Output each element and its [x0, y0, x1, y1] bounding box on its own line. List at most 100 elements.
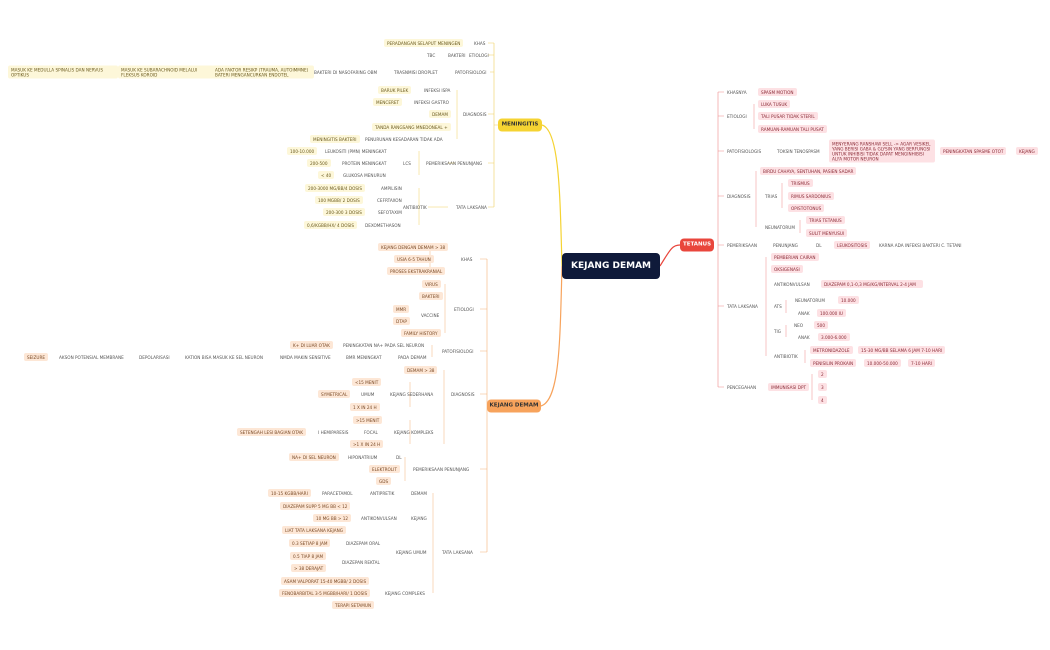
mindmap-node[interactable]: DIAZEPAM 0,1-0,3 MG/KG/INTERVAL 2-4 JAM	[821, 280, 923, 288]
mindmap-node[interactable]: BARUK PILEK	[378, 86, 412, 94]
mindmap-node[interactable]: INFEKSI ISPA	[424, 87, 451, 93]
mindmap-node[interactable]: 10.000	[838, 296, 859, 304]
mindmap-node[interactable]: 10 MG BB > 12	[313, 514, 352, 522]
central-topic[interactable]: KEJANG DEMAM	[562, 253, 660, 279]
mindmap-node[interactable]: LCS	[403, 160, 411, 166]
mindmap-node[interactable]: HIPONATRIUM	[348, 454, 378, 460]
mindmap-node[interactable]: TIG	[774, 328, 782, 334]
mindmap-node[interactable]: PENCEGAHAN	[727, 384, 757, 390]
mindmap-node[interactable]: DIAZEPAN REKTAL	[342, 559, 380, 565]
mindmap-node[interactable]: FAMILY HISTORY	[401, 329, 441, 337]
mindmap-node[interactable]: TBC	[427, 52, 436, 58]
mindmap-node[interactable]: 3	[818, 383, 827, 391]
branch-tetanus[interactable]: TETANUS	[680, 238, 714, 252]
mindmap-node[interactable]: ANAK	[798, 310, 810, 316]
mindmap-node[interactable]: 2	[818, 370, 827, 378]
mindmap-node[interactable]: 10.000-50.000	[864, 359, 901, 367]
mindmap-node[interactable]: DEMAM > 38	[404, 366, 438, 374]
mindmap-node[interactable]: KATION BISA MASUK KE SEL NEURON	[185, 354, 263, 360]
mindmap-node[interactable]: GDS	[376, 477, 392, 485]
mindmap-node[interactable]: GLUKOSA MENURUN	[343, 172, 386, 178]
mindmap-node[interactable]: CEFRTAXON	[377, 197, 402, 203]
mindmap-node[interactable]: KARNA ADA INFEKSI BAKTERI C. TETANI	[879, 242, 962, 248]
mindmap-node[interactable]: 3.000-6.000	[818, 333, 850, 341]
mindmap-node[interactable]: PENINGKATAN NA+ PADA SEL NEURON	[343, 342, 425, 348]
mindmap-node[interactable]: BMR MENINGKAT	[346, 354, 382, 360]
mindmap-node[interactable]: PEMERIKSAAN	[727, 242, 758, 248]
mindmap-node[interactable]: MENYERANG RANSHAW SELL -> AGAR VESIKEL Y…	[829, 139, 935, 163]
mindmap-node[interactable]: ANAK	[798, 334, 810, 340]
mindmap-node[interactable]: LEUKOSITOSIS	[834, 241, 871, 249]
mindmap-node[interactable]: LEUKOSITI (PMN) MENINGKAT	[325, 148, 387, 154]
mindmap-node[interactable]: PADA DEMAM	[398, 354, 427, 360]
mindmap-node[interactable]: SYMETRICAL	[318, 390, 351, 398]
mindmap-node[interactable]: 200-3000 MG/BB/4 DOSIS	[305, 184, 365, 192]
mindmap-node[interactable]: TRIAS	[765, 193, 778, 199]
branch-kejang-demam[interactable]: KEJANG DEMAM	[487, 399, 541, 413]
mindmap-node[interactable]: 200-500	[307, 159, 331, 167]
mindmap-node[interactable]: NA+ DI SEL NEURON	[289, 453, 339, 461]
mindmap-node[interactable]: 100-10.000	[287, 147, 318, 155]
mindmap-node[interactable]: IMMUNISASI DPT	[768, 383, 810, 391]
mindmap-node[interactable]: LIAT TATA LAKSANA KEJANG	[282, 526, 346, 534]
mindmap-node[interactable]: ADA FAKTOR RESIKP (TRAUMA, AUTOIMMNE) BA…	[212, 65, 314, 79]
mindmap-node[interactable]: DIAGNOSIS	[727, 193, 751, 199]
mindmap-node[interactable]: PEMERIKSAAN PENUNJANG	[426, 160, 483, 166]
mindmap-node[interactable]: PATOFISIOLOGI	[442, 348, 474, 354]
mindmap-node[interactable]: SETENGAH LESI BAGIAN OTAK	[237, 428, 307, 436]
mindmap-node[interactable]: TRASNMISI DROPLET	[394, 69, 438, 75]
mindmap-node[interactable]: TALI PUSAR TIDAK STERIL	[758, 112, 818, 120]
mindmap-node[interactable]: ANTIPRETIK	[370, 490, 395, 496]
mindmap-node[interactable]: DL	[816, 242, 822, 248]
mindmap-node[interactable]: DIAGNOSIS	[463, 111, 487, 117]
mindmap-node[interactable]: 0.5 TIAP 8 JAM	[290, 552, 327, 560]
mindmap-node[interactable]: KEJANG UMUM	[396, 549, 427, 555]
mindmap-node[interactable]: VACCINE	[421, 312, 440, 318]
mindmap-node[interactable]: DIAZEPAM ORAL	[346, 540, 381, 546]
mindmap-node[interactable]: MENCERET	[373, 98, 403, 106]
mindmap-node[interactable]: PENINGKATAN SPASME OTOT	[940, 147, 1007, 155]
mindmap-node[interactable]: 4	[818, 396, 827, 404]
mindmap-node[interactable]: K+ DI LUAR OTAK	[290, 341, 333, 349]
mindmap-node[interactable]: KHAS	[461, 256, 473, 262]
mindmap-node[interactable]: DIAGNOSIS	[451, 391, 475, 397]
mindmap-node[interactable]: PATOFISIOLOGI	[455, 69, 487, 75]
mindmap-node[interactable]: KEJANG	[1016, 147, 1038, 155]
mindmap-node[interactable]: TRISMUS	[788, 179, 813, 187]
mindmap-node[interactable]: 1 X IN 24 H	[350, 403, 380, 411]
mindmap-node[interactable]: 15-30 MG/BB SELAMA 6 JAM 7-10 HARI	[858, 346, 946, 354]
mindmap-node[interactable]: ANTIKONVULSAN	[774, 281, 810, 287]
mindmap-node[interactable]: PENISILIN PROKAIN	[810, 359, 857, 367]
mindmap-node[interactable]: BAKTERI	[448, 52, 466, 58]
mindmap-node[interactable]: TERAPI SETAMUN	[332, 601, 375, 609]
mindmap-node[interactable]: FOCAL	[364, 429, 378, 435]
mindmap-node[interactable]: TRIAS TETANUS	[806, 216, 845, 224]
mindmap-node[interactable]: TATA LAKSANA	[727, 303, 758, 309]
mindmap-node[interactable]: PROSES EKSTRAKRANIAL	[387, 267, 446, 275]
mindmap-node[interactable]: SULIT MENYUSUI	[806, 229, 848, 237]
mindmap-node[interactable]: BAKTERI	[419, 292, 443, 300]
mindmap-node[interactable]: AMPILISIN	[381, 185, 402, 191]
mindmap-node[interactable]: LUKA TUSUK	[758, 100, 791, 108]
mindmap-node[interactable]: SEIZURE	[24, 353, 49, 361]
mindmap-node[interactable]: DEPOLARISASI	[139, 354, 170, 360]
mindmap-node[interactable]: ASAM VALPORAT 15-40 MGBB/ 2 DOSIS	[281, 577, 370, 585]
mindmap-node[interactable]: KHAS	[474, 40, 486, 46]
mindmap-node[interactable]: PARACETAMOL	[322, 490, 353, 496]
mindmap-node[interactable]: METRONIDAZOLE	[810, 346, 853, 354]
mindmap-node[interactable]: >1 X IN 24 H	[350, 440, 384, 448]
mindmap-node[interactable]: 100.000 IU	[817, 309, 846, 317]
mindmap-node[interactable]: > 38 DERAJAT	[291, 564, 327, 572]
mindmap-node[interactable]: PERADANGAN SELAPUT MENINGEN	[384, 39, 464, 47]
mindmap-node[interactable]: KEJANG KOMPLEKS	[394, 429, 434, 435]
mindmap-node[interactable]: KHASNYA	[727, 89, 747, 95]
mindmap-node[interactable]: MASUK KE SUBARACHNOID MELALUI FLEKSUS KO…	[118, 65, 214, 79]
mindmap-node[interactable]: KEJANG DENGAN DEMAM > 38	[378, 243, 449, 251]
mindmap-node[interactable]: MASUK KE MEDULLA SPINALIS DAN NERVUS OPT…	[8, 65, 118, 79]
mindmap-node[interactable]: >15 MENIT	[353, 416, 383, 424]
mindmap-node[interactable]: DIAZEPAM SUPP 5 MG BB < 12	[280, 502, 351, 510]
mindmap-node[interactable]: NEO	[794, 322, 804, 328]
mindmap-node[interactable]: PENURUNAN KESADARAN TIDAK ADA	[365, 136, 443, 142]
mindmap-node[interactable]: PATOFISIOLOGIS	[727, 148, 762, 154]
mindmap-node[interactable]: BAKTERI DI NASOFARING OBM	[314, 69, 378, 75]
